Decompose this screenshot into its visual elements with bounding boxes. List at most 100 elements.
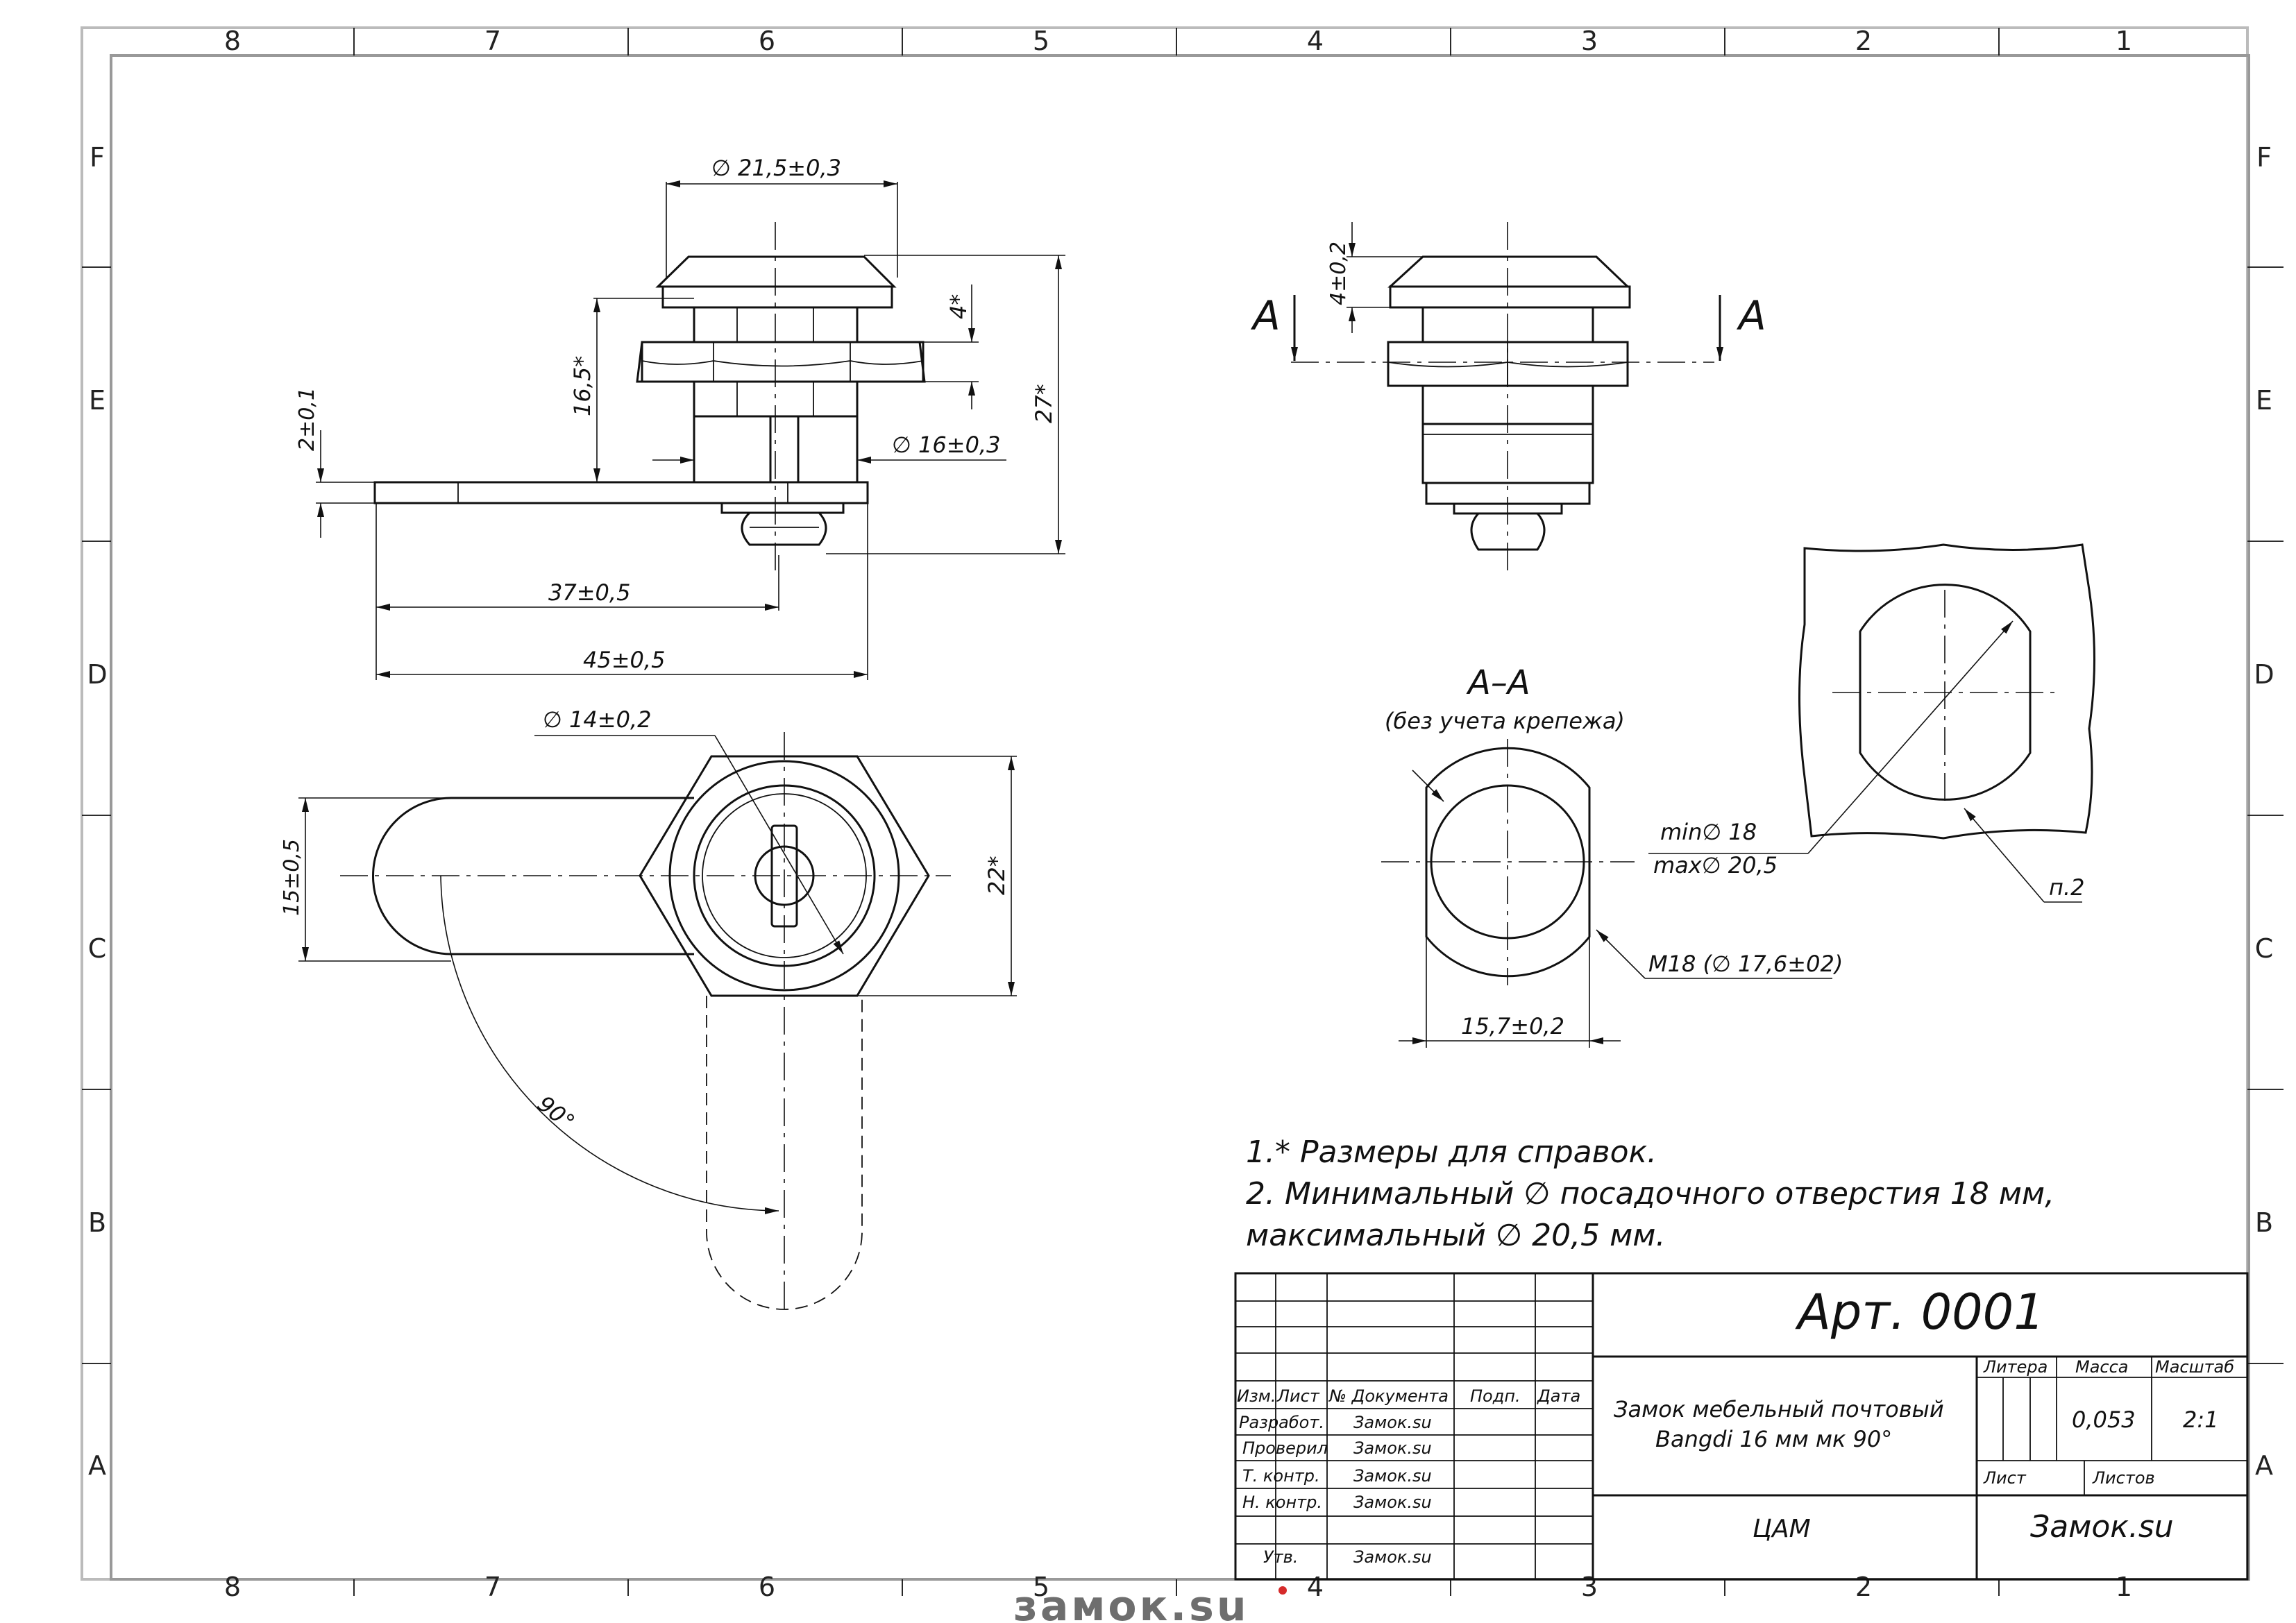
front-view: ∅ 21,5±0,3 16,5* 4* 27* 2±0,1 ∅ 16±0,3 3… <box>295 155 1065 680</box>
zone-row-label: D <box>2254 659 2274 690</box>
zone-col-label: 3 <box>1581 26 1598 56</box>
zone-col-label: 8 <box>224 1572 241 1602</box>
hdr-sign: Подп. <box>1470 1386 1521 1406</box>
material: ЦАМ <box>1753 1515 1811 1543</box>
lock-head-flange <box>661 285 893 309</box>
zone-row-label: B <box>2255 1207 2273 1238</box>
watermark-logo: замок.su <box>1013 1582 1287 1623</box>
section-title: A–A <box>1466 663 1530 702</box>
part-name-line1: Замок мебельный почтовый <box>1614 1396 1944 1422</box>
notes: 1.* Размеры для справок. 2. Минимальный … <box>1246 1135 2054 1253</box>
zone-col-label: 3 <box>1581 1572 1598 1602</box>
article-number: Арт. 0001 <box>1795 1284 2045 1341</box>
role: Разработ. <box>1239 1413 1324 1432</box>
part-name-line2: Bangdi 16 мм мк 90° <box>1655 1426 1892 1452</box>
sheet-frame <box>81 26 2284 1596</box>
zone-col-label: 1 <box>2116 26 2132 56</box>
zone-col-label: 6 <box>759 26 775 56</box>
scale-value: 2:1 <box>2183 1407 2219 1433</box>
zone-row-label: A <box>2255 1450 2273 1481</box>
dim-cam-thickness: 2±0,1 <box>295 387 319 451</box>
mounting-hole: min∅ 18 max∅ 20,5 п.2 <box>1648 543 2095 903</box>
dim-key-diameter: ∅ 14±0,2 <box>543 706 651 733</box>
zone-col-label: 5 <box>1033 26 1049 56</box>
role: Н. контр. <box>1242 1493 1322 1512</box>
plan-view: 90° ∅ 14±0,2 15±0,5 22* <box>280 706 1017 1311</box>
zone-row-label: E <box>2256 385 2272 416</box>
zone-row-label: C <box>88 933 107 964</box>
zone-col-label: 4 <box>1307 26 1324 56</box>
lock-head <box>655 255 897 288</box>
side-view: A A 4±0,2 <box>1250 222 1766 576</box>
hdr-date: Дата <box>1537 1386 1580 1406</box>
hex-nut <box>636 341 926 383</box>
scale-label: Масштаб <box>2155 1357 2234 1377</box>
panel-outline <box>1798 543 2095 840</box>
role-name: Замок.su <box>1353 1493 1432 1512</box>
section-flat: 15,7±0,2 <box>1461 1013 1564 1039</box>
zone-row-label: D <box>87 659 107 690</box>
dim-side-head: 4±0,2 <box>1326 241 1351 305</box>
zone-col-label: 4 <box>1307 1572 1324 1602</box>
role: Утв. <box>1263 1547 1298 1567</box>
screw-head <box>741 511 827 546</box>
dim-hex-22: 22* <box>984 856 1010 895</box>
zone-row-label: A <box>88 1450 106 1481</box>
company-name: Замок.su <box>2030 1509 2174 1545</box>
role: Т. контр. <box>1242 1466 1320 1486</box>
section-thread: M18 (∅ 17,6±02) <box>1648 951 1843 977</box>
dim-length-45: 45±0,5 <box>583 647 665 673</box>
hole-outline <box>1859 584 2032 801</box>
cam-outline <box>372 797 694 955</box>
zone-col-label: 6 <box>759 1572 775 1602</box>
zone-col-label: 7 <box>484 26 501 56</box>
sheet-label: Лист <box>1983 1468 2027 1488</box>
note-1: 1.* Размеры для справок. <box>1246 1135 1657 1170</box>
hdr-doc: № Документа <box>1328 1386 1449 1406</box>
dim-nut-4: 4* <box>945 294 972 319</box>
dim-body-diameter: ∅ 16±0,3 <box>892 432 1000 458</box>
role-name: Замок.su <box>1353 1466 1432 1486</box>
dim-height-165: 16,5* <box>569 356 596 416</box>
zone-row-label: E <box>89 385 105 416</box>
role-name: Замок.su <box>1353 1413 1432 1432</box>
zone-row-label: F <box>90 142 105 173</box>
sheets-label: Листов <box>2092 1468 2155 1488</box>
role-name: Замок.su <box>1353 1438 1432 1458</box>
zone-col-label: 5 <box>1033 1572 1049 1602</box>
role: Проверил <box>1242 1438 1328 1458</box>
zone-labels: 8 7 6 5 4 3 2 1 8 7 6 5 4 3 2 1 F E D C … <box>87 26 2274 1602</box>
hole-min: min∅ 18 <box>1660 819 1757 845</box>
zone-col-label: 1 <box>2116 1572 2132 1602</box>
washer <box>720 502 845 514</box>
note-2: 2. Минимальный ∅ посадочного отверстия 1… <box>1246 1176 2054 1212</box>
dim-head-diameter: ∅ 21,5±0,3 <box>711 155 841 181</box>
zone-col-label: 2 <box>1855 26 1872 56</box>
section-aa: A–A (без учета крепежа) M18 (∅ 17,6±02) … <box>1381 663 1843 1048</box>
dim-length-37: 37±0,5 <box>548 579 630 606</box>
dim-angle: 90° <box>532 1090 580 1135</box>
dim-total-27: 27* <box>1031 384 1057 423</box>
cam-plate <box>373 481 869 504</box>
section-mark-left: A <box>1250 292 1281 339</box>
hole-max: max∅ 20,5 <box>1653 852 1778 878</box>
dim-cam-width: 15±0,5 <box>280 839 304 916</box>
mass-label: Масса <box>2075 1357 2129 1377</box>
section-mark-right: A <box>1736 292 1766 339</box>
mass-value: 0,053 <box>2072 1407 2136 1433</box>
hdr-izm: Изм. <box>1237 1386 1276 1406</box>
role-name: Замок.su <box>1353 1547 1432 1567</box>
panel-label: п.2 <box>2049 874 2084 901</box>
watermark-text: замок.su <box>1013 1582 1249 1623</box>
section-subtitle: (без учета крепежа) <box>1385 708 1625 734</box>
zone-col-label: 7 <box>484 1572 501 1602</box>
lock-stem <box>693 416 772 484</box>
zone-col-label: 2 <box>1855 1572 1872 1602</box>
litera-label: Литера <box>1983 1357 2048 1377</box>
zone-row-label: C <box>2255 933 2274 964</box>
hdr-list: Лист <box>1276 1386 1320 1406</box>
zone-row-label: B <box>88 1207 106 1238</box>
zone-col-label: 8 <box>224 26 241 56</box>
logo-dot-icon <box>1278 1586 1287 1595</box>
